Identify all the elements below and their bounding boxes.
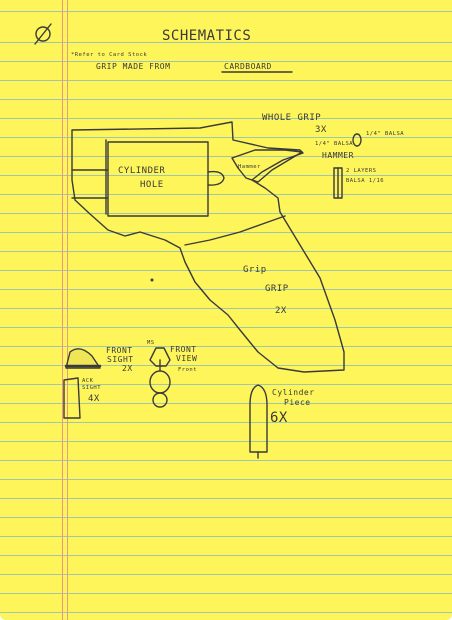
front-sight-label-2: SIGHT <box>107 355 134 364</box>
grip-qty: 2X <box>275 306 287 316</box>
balsa-hammer-label-2: HAMMER <box>322 151 354 160</box>
cylinder-hole-label-1: CYLINDER <box>118 166 166 176</box>
margin-line-right <box>67 0 68 620</box>
page-title: SCHEMATICS <box>162 28 252 44</box>
front-sight-label-1: FRONT <box>106 346 133 355</box>
front-view-shape <box>149 347 171 367</box>
whole-grip-qty: 3X <box>315 125 327 135</box>
two-layers-label-1: 2 LAYERS <box>346 168 377 174</box>
front-view-label-2: VIEW <box>176 354 198 363</box>
cylinder-pin <box>207 170 225 186</box>
front-sight-qty: 2X <box>122 364 133 373</box>
back-sight-shape <box>63 377 81 419</box>
cylinder-hole-label-2: HOLE <box>140 180 164 190</box>
margin-line-left <box>62 0 63 620</box>
subtitle-material: CARDBOARD <box>224 62 272 71</box>
front-sight-shape <box>65 348 101 369</box>
grip-dot <box>150 278 154 282</box>
front-view-base <box>152 392 168 408</box>
front-view-body <box>149 370 171 394</box>
subtitle-prefix: GRIP MADE FROM <box>96 62 171 71</box>
front-view-label-1: FRONT <box>170 345 197 354</box>
back-sight-label-1: ACK <box>82 378 94 384</box>
cylinder-hole-box <box>107 141 209 217</box>
grip-label-1: Grip <box>243 265 267 275</box>
hammer-outline <box>231 149 303 183</box>
balsa-quarter-label: 1/4" BALSA <box>366 131 405 137</box>
whole-grip-label: WHOLE GRIP <box>262 113 322 123</box>
grip-divider-line <box>184 215 286 246</box>
frame-inner-line <box>71 139 109 215</box>
empty-set-icon <box>34 23 52 45</box>
two-layers-label-2: BALSA 1/16 <box>346 178 385 184</box>
balsa-hammer-label-1: 1/4" BALSA <box>315 141 354 147</box>
cylinder-piece-shape <box>249 384 268 453</box>
hammer-small-label: Hammer <box>238 164 261 170</box>
card-stock-note: *Refer to Card Stock <box>71 52 148 58</box>
balsa-ellipse <box>352 133 362 147</box>
back-sight-label-2: SIGHT <box>82 385 102 391</box>
front-view-tag: MS <box>147 340 155 346</box>
cylinder-piece-label-1: Cylinder <box>272 388 315 397</box>
grip-label-2: GRIP <box>265 284 289 294</box>
cylinder-piece-label-2: Piece <box>284 398 311 407</box>
cylinder-piece-qty: 6X <box>270 410 288 426</box>
front-view-note: Front <box>178 367 198 373</box>
back-sight-qty: 4X <box>88 394 100 404</box>
